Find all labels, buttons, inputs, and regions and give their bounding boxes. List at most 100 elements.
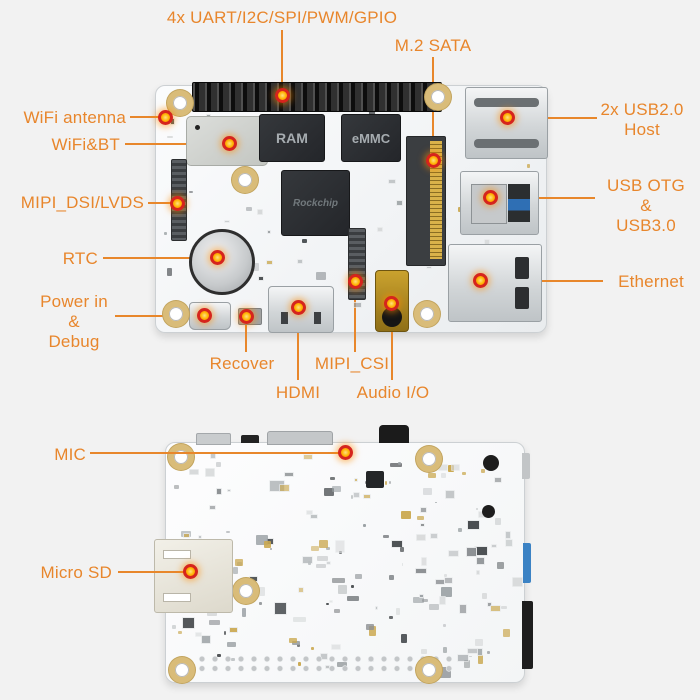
callout-line-gpio [281, 30, 283, 94]
callout-line-usb-otg [497, 197, 595, 199]
mounting-hole [168, 444, 194, 470]
callout-dot-wifi-antenna [158, 110, 173, 125]
label-power-debug-line1: Power in [40, 292, 108, 311]
label-recover: Recover [209, 354, 275, 373]
screw-hole [483, 455, 499, 471]
callout-dot-rtc [210, 250, 225, 265]
callout-dot-gpio [275, 88, 290, 103]
label-usb2-line2: Host [624, 120, 660, 140]
callout-dot-wifi-bt [222, 136, 237, 151]
mounting-hole [167, 90, 193, 116]
mounting-hole [416, 657, 442, 683]
hdmi-anchor [314, 312, 321, 324]
emmc-chip-label: eMMC [351, 130, 391, 146]
callout-dot-power [197, 308, 212, 323]
cpu-chip: Rockchip [281, 170, 350, 236]
label-usb-otg: USB OTG & USB3.0 [592, 176, 700, 236]
usb3-tab-silhouette [523, 543, 531, 583]
ic-chip-small [366, 471, 384, 488]
callout-line-rtc [103, 257, 213, 259]
callout-line-hdmi [297, 312, 299, 380]
label-usb-otg-line3: USB3.0 [616, 216, 676, 236]
board-bottom-view [154, 425, 533, 683]
label-usb-otg-line1: USB OTG [607, 176, 685, 195]
mounting-hole [169, 657, 195, 683]
callout-line-mipi-csi [354, 286, 356, 352]
micro-usb-silhouette [196, 433, 231, 445]
label-wifi-antenna: WiFi antenna [23, 108, 126, 127]
audio-jack-silhouette [379, 425, 409, 443]
callout-line-recover [245, 322, 247, 352]
callout-line-mic [90, 452, 345, 454]
callout-dot-recover [239, 309, 254, 324]
usb-slot [474, 139, 539, 148]
callout-dot-mic [338, 445, 353, 460]
screw-hole [482, 505, 495, 518]
callout-dot-hdmi [291, 300, 306, 315]
label-power-debug: Power in & Debug [18, 292, 130, 352]
ethernet-tab-silhouette [522, 601, 533, 669]
gpio-header [192, 82, 442, 112]
callout-dot-audio [384, 296, 399, 311]
sd-slot-line [163, 593, 191, 602]
label-usb2-line1: 2x USB2.0 [600, 100, 684, 119]
callout-line-audio [391, 308, 393, 380]
mounting-hole [233, 578, 259, 604]
label-mipi-csi: MIPI_CSI [314, 354, 390, 373]
callout-dot-mipi-csi [348, 274, 363, 289]
mounting-hole [425, 84, 451, 110]
button-silhouette [241, 435, 259, 443]
ram-chip-label: RAM [276, 130, 308, 146]
mounting-hole [232, 167, 258, 193]
ethernet-port [448, 244, 542, 322]
callout-dot-usb2 [500, 110, 515, 125]
label-audio: Audio I/O [356, 383, 430, 402]
label-usb2-host: 2x USB2.0 Host [588, 100, 696, 140]
m2-gold-pins [430, 141, 442, 259]
label-power-debug-line2: & [68, 312, 80, 332]
board-top-view: RAM eMMC Rockchip [155, 82, 548, 333]
callout-line-usb2 [514, 117, 597, 119]
mounting-hole [416, 446, 442, 472]
usb3-blue-tongue [508, 184, 530, 222]
m2-sata-connector [406, 136, 446, 266]
smd-components-bottom [166, 443, 524, 682]
usb-tab-silhouette [522, 453, 530, 479]
sd-slot-line [163, 550, 191, 559]
rj45-slot [515, 287, 529, 309]
usb-slot [474, 98, 539, 107]
label-wifi-bt: WiFi&BT [51, 135, 120, 154]
callout-line-mipi-dsi [148, 202, 174, 204]
callout-line-ethernet [488, 280, 603, 282]
label-usb-otg-line2: & [640, 196, 652, 216]
label-power-debug-line3: Debug [48, 332, 100, 352]
callout-line-power [115, 315, 200, 317]
module-pin1-dot [195, 125, 200, 130]
cpu-chip-label: Rockchip [292, 197, 338, 209]
emmc-chip: eMMC [341, 114, 401, 162]
callout-line-wifi-antenna [130, 116, 162, 118]
label-ethernet: Ethernet [618, 272, 684, 291]
audio-jack-barrel [382, 307, 402, 327]
mounting-hole [414, 301, 440, 327]
gpio-pads-bottom [198, 655, 453, 674]
callout-dot-usb-otg [483, 190, 498, 205]
rj45-slot [515, 257, 529, 279]
label-micro-sd: Micro SD [40, 563, 112, 582]
hdmi-silhouette [267, 431, 333, 445]
callout-dot-mipi-dsi [170, 196, 185, 211]
callout-dot-ethernet [473, 273, 488, 288]
usb-otg-usb3-port [460, 171, 539, 235]
label-m2-sata: M.2 SATA [394, 36, 472, 55]
label-mic: MIC [54, 445, 86, 464]
callout-dot-micro-sd [183, 564, 198, 579]
callout-line-micro-sd [118, 571, 190, 573]
label-gpio: 4x UART/I2C/SPI/PWM/GPIO [166, 8, 398, 27]
callout-dot-m2-sata [426, 153, 441, 168]
mounting-hole [163, 301, 189, 327]
hdmi-anchor [281, 312, 288, 324]
label-hdmi: HDMI [275, 383, 321, 402]
label-rtc: RTC [62, 249, 98, 268]
callout-line-wifi-bt [125, 143, 225, 145]
